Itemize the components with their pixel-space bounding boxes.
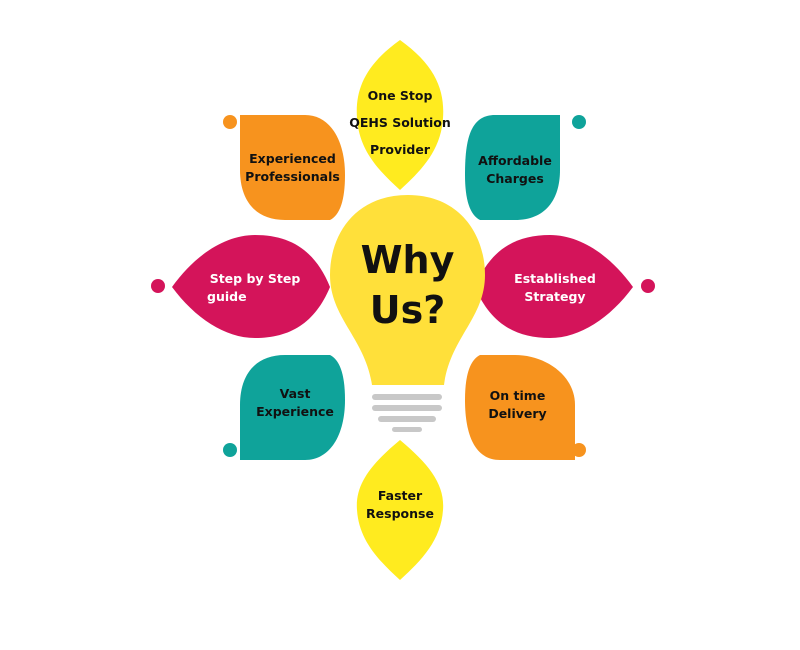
bulb-base-line-1 <box>372 394 442 400</box>
dot-top-left <box>223 115 237 129</box>
label-left-line-2: guide <box>207 289 247 304</box>
center-line-1: Why <box>360 238 455 282</box>
petal-bottom-left <box>240 355 345 460</box>
label-top-line-2: QEHS Solution <box>349 115 451 130</box>
label-bottom-right: On time Delivery <box>470 387 565 423</box>
label-bottom-left: Vast Experience <box>245 385 345 421</box>
label-top-right: Affordable Charges <box>465 152 565 188</box>
label-bottom-line-1: Faster <box>377 488 423 503</box>
label-bottom-left-line-1: Vast <box>279 386 311 401</box>
label-top-right-line-1: Affordable <box>478 153 552 168</box>
bulb-base-line-3 <box>378 416 436 422</box>
petal-top <box>356 40 444 190</box>
dot-right <box>641 279 655 293</box>
label-left-line-1: Step by Step <box>209 271 301 286</box>
dot-top-right <box>572 115 586 129</box>
label-bottom: Faster Response <box>350 487 450 523</box>
label-top: One Stop QEHS Solution Provider <box>345 82 455 163</box>
label-bottom-right-line-2: Delivery <box>488 406 547 421</box>
label-bottom-left-line-2: Experience <box>256 404 334 419</box>
dot-bottom-right <box>572 443 586 457</box>
label-top-left-line-1: Experienced <box>249 151 336 166</box>
center-title: Why Us? <box>335 235 480 335</box>
label-bottom-line-2: Response <box>366 506 434 521</box>
label-bottom-right-line-1: On time <box>489 388 546 403</box>
petal-bottom <box>356 440 444 580</box>
label-top-line-1: One Stop <box>367 88 433 103</box>
dot-bottom-left <box>223 443 237 457</box>
dot-left <box>151 279 165 293</box>
bulb-tip <box>392 427 422 432</box>
petal-right <box>475 235 633 338</box>
label-right: Established Strategy <box>495 270 615 306</box>
label-right-line-2: Strategy <box>524 289 586 304</box>
light-bulb <box>330 195 485 385</box>
label-right-line-1: Established <box>514 271 596 286</box>
label-top-left-line-2: Professionals <box>245 169 340 184</box>
petal-left <box>172 235 330 338</box>
petal-bottom-right <box>465 355 575 460</box>
petal-top-left <box>240 115 345 220</box>
petal-top-right <box>465 115 560 220</box>
label-top-right-line-2: Charges <box>486 171 544 186</box>
center-line-2: Us? <box>369 288 446 332</box>
bulb-base-line-2 <box>372 405 442 411</box>
label-left: Step by Step guide <box>195 270 315 306</box>
label-top-line-3: Provider <box>370 142 430 157</box>
label-top-left: Experienced Professionals <box>240 150 345 186</box>
